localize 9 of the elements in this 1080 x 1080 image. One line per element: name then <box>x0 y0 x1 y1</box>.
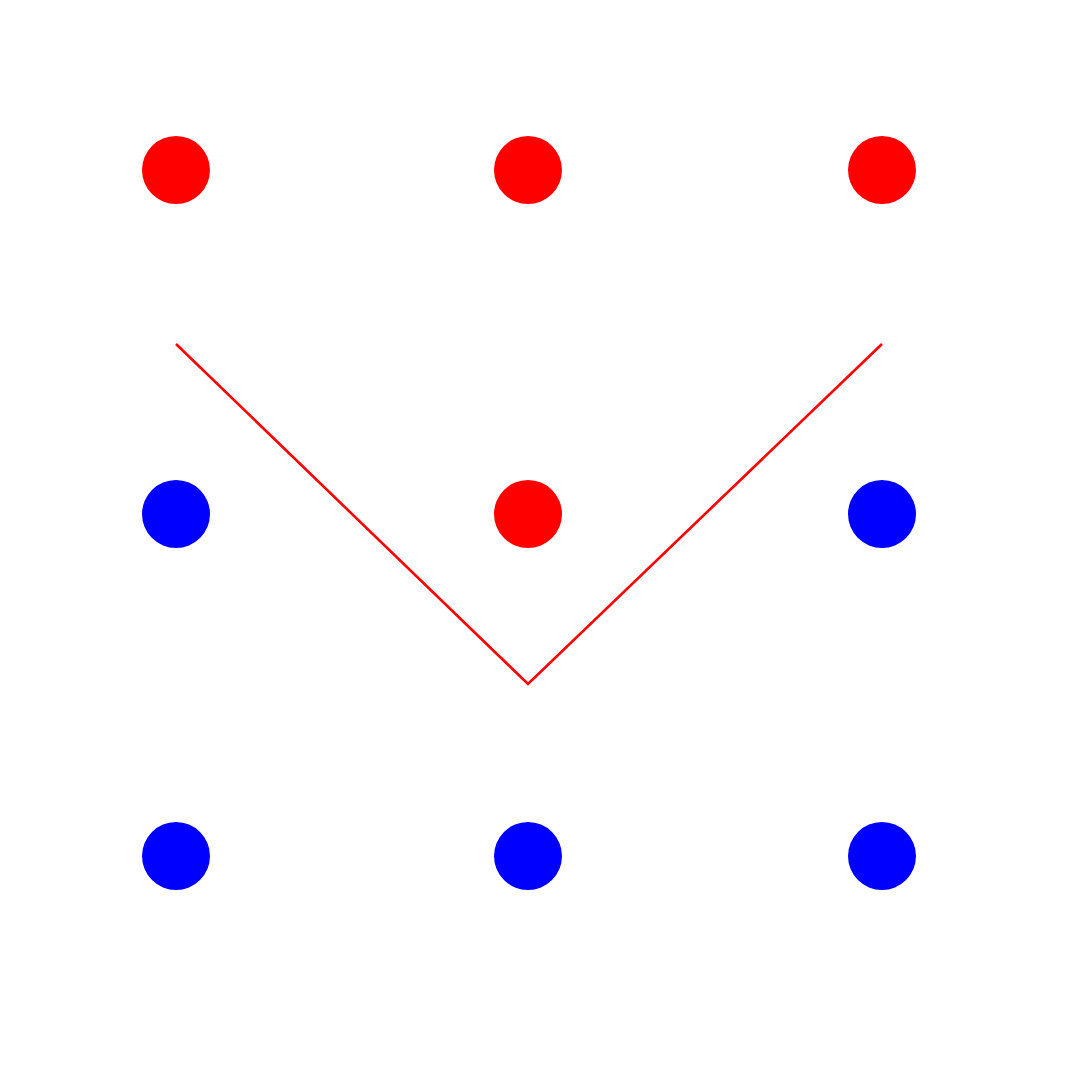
point-marker <box>494 480 562 548</box>
point-marker <box>142 480 210 548</box>
point-marker <box>142 822 210 890</box>
point-marker <box>848 822 916 890</box>
point-marker <box>142 136 210 204</box>
point-marker <box>494 136 562 204</box>
point-marker <box>494 822 562 890</box>
point-marker <box>848 136 916 204</box>
point-marker <box>848 480 916 548</box>
